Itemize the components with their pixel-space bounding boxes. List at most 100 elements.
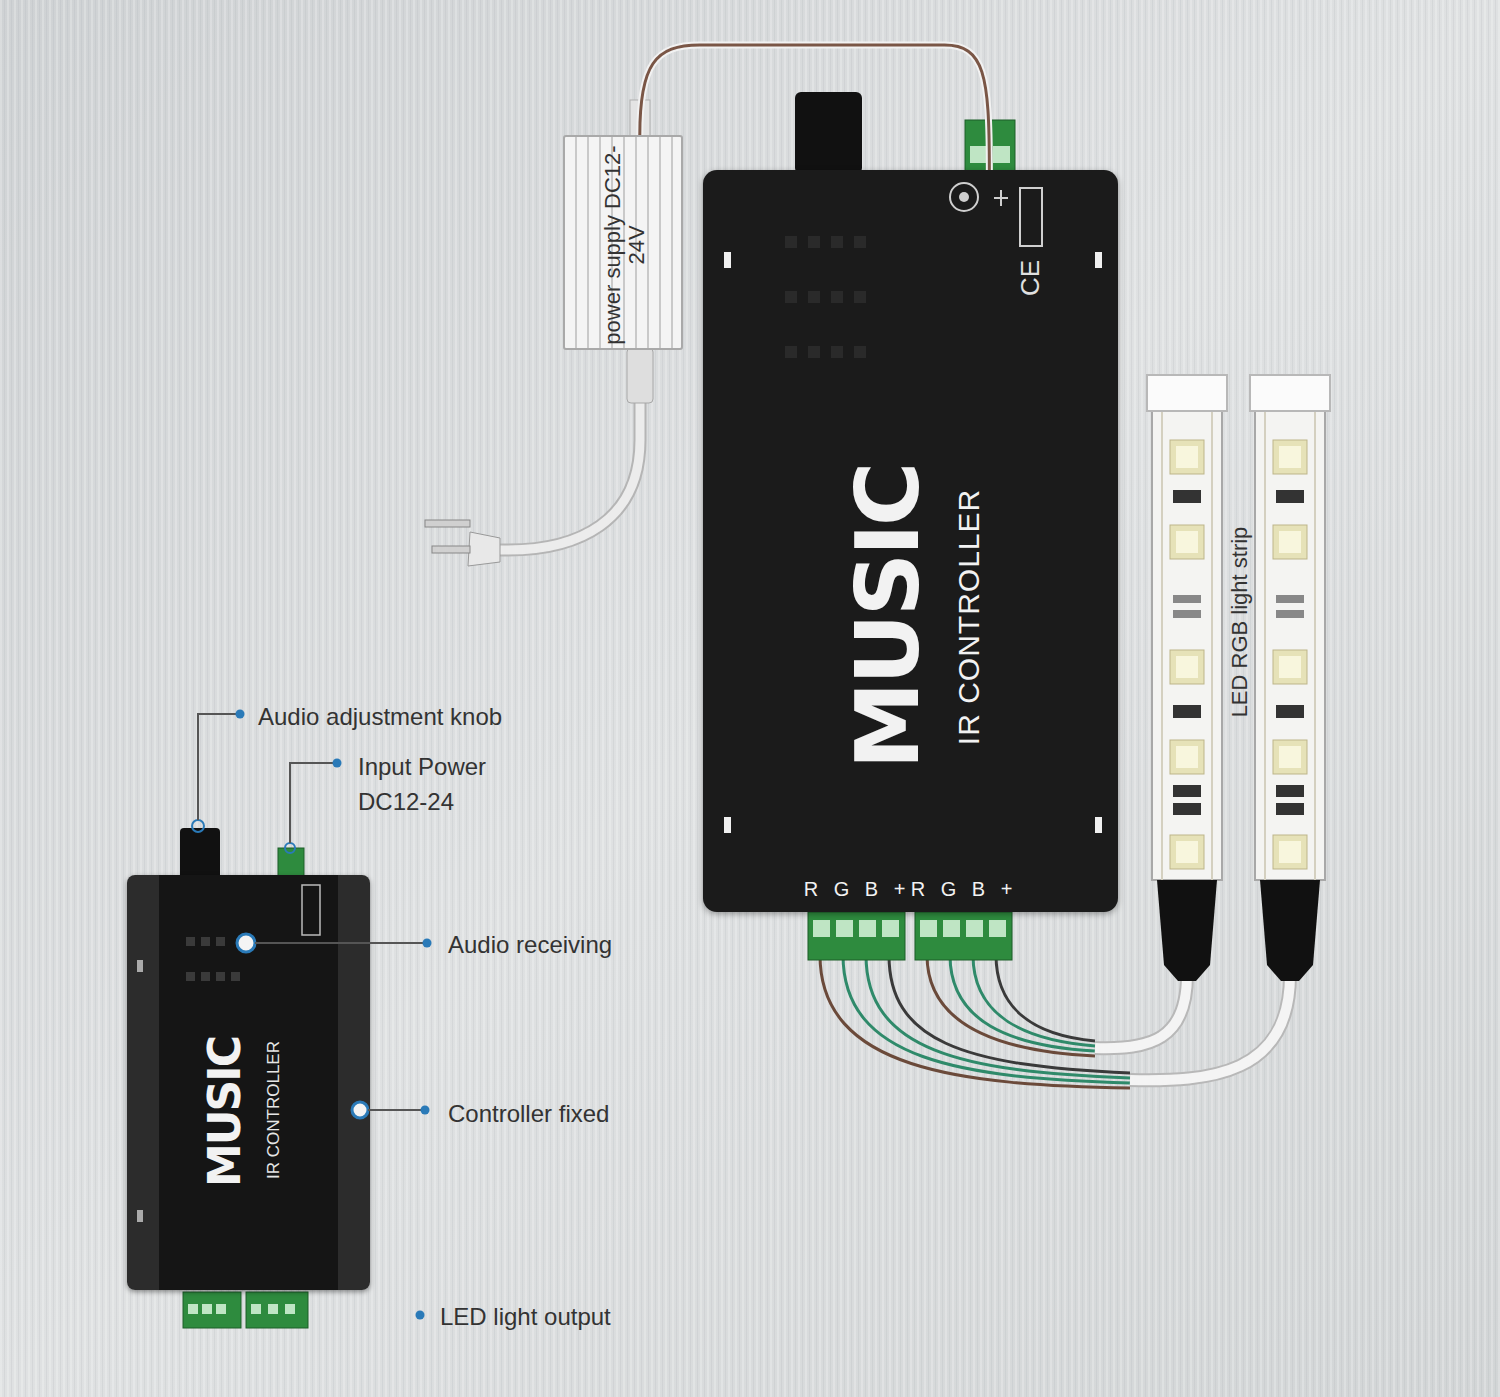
callout-dot	[423, 939, 432, 948]
terminal-screw	[989, 920, 1006, 937]
terminal-screw	[202, 1304, 212, 1314]
led-strips	[1147, 375, 1330, 981]
music-controller-small: MUSIC IR CONTROLLER	[127, 875, 370, 1290]
callout-ring	[285, 843, 295, 853]
terminal-screw	[813, 920, 830, 937]
big-output-terminals	[808, 912, 1012, 960]
wire	[973, 955, 1095, 1046]
terminal-screw	[970, 146, 987, 163]
vent-dot	[216, 937, 225, 946]
terminal-screw	[859, 920, 876, 937]
ir-symbol	[950, 183, 978, 211]
terminal-screw	[920, 920, 937, 937]
terminal-screw	[943, 920, 960, 937]
cable	[500, 350, 640, 550]
vent-dot	[785, 346, 797, 358]
callout-dot	[333, 759, 342, 768]
terminal-screw	[285, 1304, 295, 1314]
vent-dot	[808, 236, 820, 248]
callout-ring	[237, 934, 255, 952]
terminal-screw	[882, 920, 899, 937]
vent-dot	[854, 346, 866, 358]
vent-dot	[201, 972, 210, 981]
vent-dot	[854, 291, 866, 303]
small-controller-marks	[137, 885, 320, 1222]
cable-outline	[1095, 975, 1187, 1048]
mount-slot	[137, 960, 143, 972]
vent-dots	[785, 236, 866, 358]
output-terminal	[915, 912, 1012, 960]
terminal-screw	[216, 1304, 226, 1314]
cable-outline	[1130, 975, 1290, 1080]
wire	[996, 955, 1095, 1041]
cert-mark: CE	[1012, 260, 1050, 296]
vent-dot	[831, 346, 843, 358]
terminal-screw	[268, 1304, 278, 1314]
cable-stub	[630, 100, 650, 138]
leader-line	[368, 1109, 423, 1111]
output-terminal	[183, 1292, 241, 1328]
terminal-screw	[188, 1304, 198, 1314]
led-strip	[1147, 375, 1227, 981]
product-name: IR CONTROLLER	[265, 1041, 284, 1179]
terminal-screw	[993, 146, 1010, 163]
plug-pin	[432, 546, 470, 553]
power-supply: power supply DC12-24V	[563, 135, 683, 350]
cable-plug	[627, 348, 653, 403]
power-cable	[425, 100, 653, 566]
rating-mark	[1020, 188, 1042, 246]
audio-knob	[180, 828, 220, 880]
strip-cables	[1095, 975, 1290, 1080]
callout-ring	[192, 820, 204, 832]
power-terminal	[278, 848, 304, 878]
brand-logo: MUSIC	[840, 465, 937, 770]
pin-label: R G B +	[911, 875, 1018, 904]
brand-logo: MUSIC	[201, 1037, 249, 1187]
music-controller: MUSIC IR CONTROLLER	[703, 170, 1118, 912]
callout-text: Audio receiving	[448, 928, 612, 963]
leader-line	[290, 763, 335, 843]
output-terminal	[246, 1292, 308, 1328]
callout-ring	[352, 1102, 368, 1118]
product-name: IR CONTROLLER	[952, 489, 985, 745]
wire	[889, 955, 1130, 1073]
device-label: power supply DC12-24V	[601, 145, 649, 345]
callout-text: Input Power DC12-24	[358, 750, 548, 820]
wire	[950, 955, 1095, 1051]
output-wires	[820, 955, 1130, 1088]
rating-mark	[302, 885, 320, 935]
vent-dot	[831, 291, 843, 303]
strip-cable	[1130, 975, 1290, 1080]
vent-dot	[808, 346, 820, 358]
terminal-screw	[251, 1304, 261, 1314]
wire	[843, 955, 1130, 1083]
wire	[866, 955, 1130, 1078]
vent-dot	[231, 972, 240, 981]
big-controller-parts	[795, 92, 1015, 174]
big-controller-marks	[724, 183, 1102, 833]
power-wire	[640, 45, 990, 170]
mount-slot	[724, 252, 731, 268]
callout-dot	[421, 1106, 430, 1115]
mount-slot	[137, 1210, 143, 1222]
vent-dot	[186, 937, 195, 946]
leader-line	[198, 714, 238, 820]
terminal-screw	[836, 920, 853, 937]
callout-text: LED light output	[440, 1300, 611, 1335]
vent-dot	[785, 236, 797, 248]
power-terminal	[965, 120, 1015, 172]
mount-slot	[724, 817, 731, 833]
vent-dot	[854, 236, 866, 248]
part-label: LED RGB light strip	[1224, 527, 1256, 718]
leader-line	[255, 942, 425, 944]
vent-dot	[186, 972, 195, 981]
cable-outline	[500, 350, 640, 550]
vent-dot	[785, 291, 797, 303]
wire-sheath	[640, 45, 990, 170]
callout-text: Audio adjustment knob	[258, 700, 502, 735]
terminal-screw	[966, 920, 983, 937]
output-terminal	[808, 912, 905, 960]
